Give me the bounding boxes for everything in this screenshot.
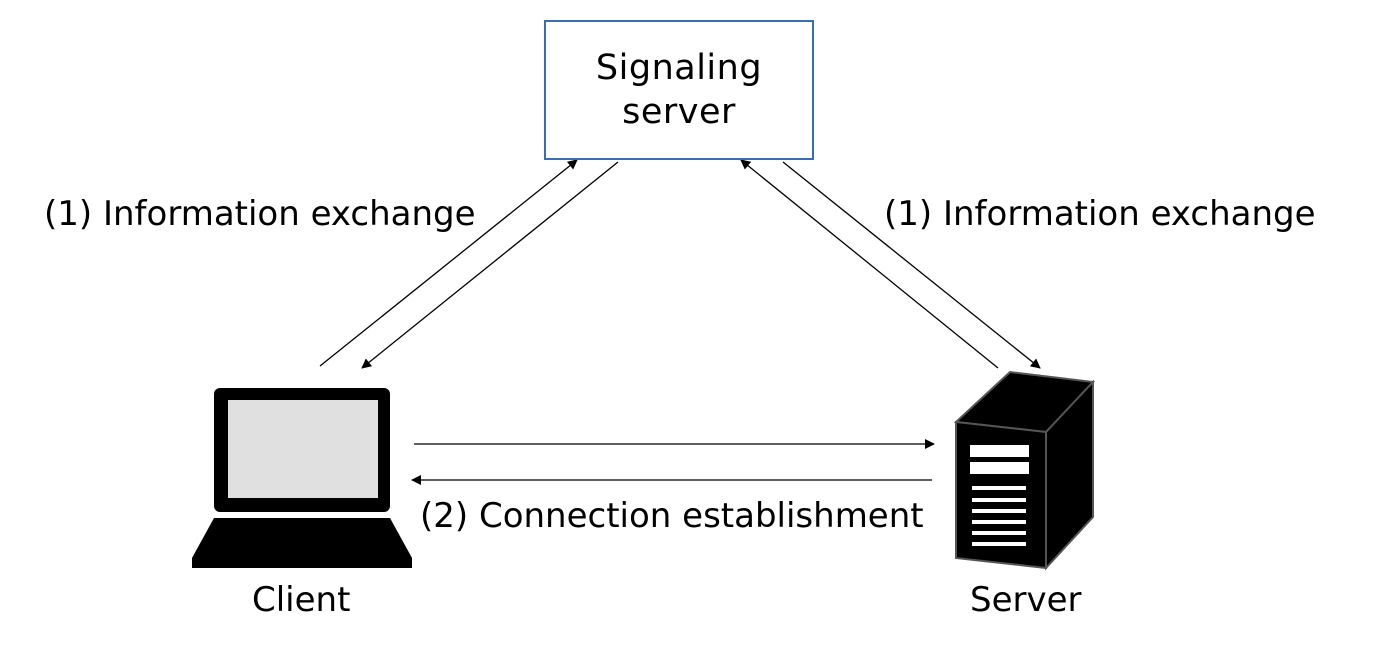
arrow-signaling-to-server (782, 161, 1041, 369)
laptop-icon (192, 388, 412, 568)
edge-label-client-server: (2) Connection establishment (420, 496, 924, 536)
edge-label-server-signaling: (1) Information exchange (884, 194, 1316, 234)
server-tower-icon (953, 370, 1096, 571)
arrow-server-to-signaling (740, 159, 999, 369)
signaling-server-label: Signaling server (596, 46, 762, 134)
server-label: Server (970, 580, 1082, 620)
arrow-signaling-to-client (361, 161, 619, 369)
client-label: Client (252, 580, 351, 620)
signaling-server-label-line1: Signaling (595, 48, 763, 88)
signaling-server-label-line2: server (622, 92, 736, 132)
signaling-server-box: Signaling server (544, 20, 814, 160)
arrow-client-to-signaling (319, 159, 578, 367)
edge-label-client-signaling: (1) Information exchange (44, 194, 476, 234)
